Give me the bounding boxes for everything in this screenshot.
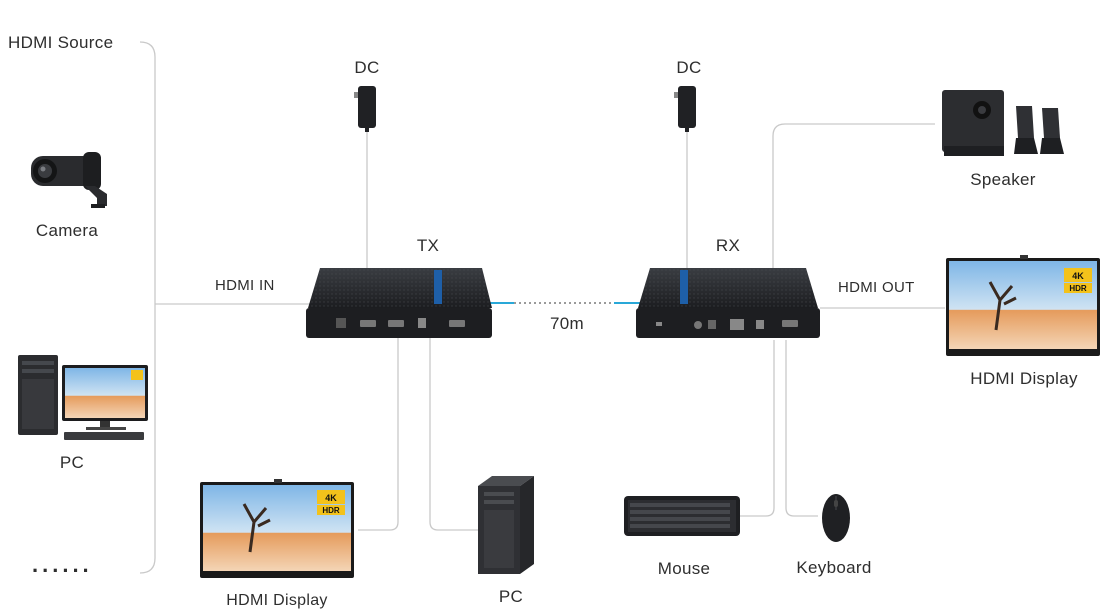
- power-adapter-icon: [674, 86, 696, 132]
- dc-left-label: DC: [354, 58, 380, 77]
- pc-tower-icon: [18, 355, 148, 440]
- hdmi-out-label: HDMI OUT: [838, 279, 915, 296]
- svg-text:HDR: HDR: [322, 506, 340, 515]
- pc-tower-icon: [478, 476, 534, 574]
- rx-label: RX: [715, 236, 741, 255]
- hdmi-display-right-label: HDMI Display: [970, 369, 1078, 388]
- monitor-icon: 4K HDR: [946, 255, 1100, 356]
- keyboard-label: Keyboard: [796, 558, 872, 577]
- dc-right-label: DC: [676, 58, 702, 77]
- tx-extender-device: [306, 268, 492, 338]
- pc-left-label: PC: [59, 453, 85, 472]
- tx-label: TX: [416, 236, 440, 255]
- hdmi-display-bottom-label: HDMI Display: [226, 592, 328, 609]
- power-adapter-icon: [354, 86, 376, 132]
- hdmi-in-label: HDMI IN: [215, 277, 275, 294]
- more-sources-ellipsis: ......: [32, 552, 93, 577]
- speaker-icon: [942, 90, 1064, 156]
- keyboard-icon: [624, 496, 740, 536]
- monitor-icon: 4K HDR: [200, 479, 354, 578]
- distance-label: 70m: [550, 314, 584, 333]
- svg-text:4K: 4K: [1072, 271, 1084, 281]
- mouse-icon: [822, 494, 850, 542]
- camera-icon: [31, 152, 107, 208]
- hdmi-source-label: HDMI Source: [8, 33, 114, 52]
- svg-text:4K: 4K: [325, 493, 337, 503]
- rx-extender-device: [636, 268, 820, 338]
- speaker-label: Speaker: [970, 170, 1036, 189]
- connector-lines: [139, 41, 945, 574]
- camera-label: Camera: [35, 221, 99, 240]
- mouse-label: Mouse: [657, 559, 711, 578]
- pc-bottom-label: PC: [498, 587, 524, 606]
- svg-text:HDR: HDR: [1069, 284, 1087, 293]
